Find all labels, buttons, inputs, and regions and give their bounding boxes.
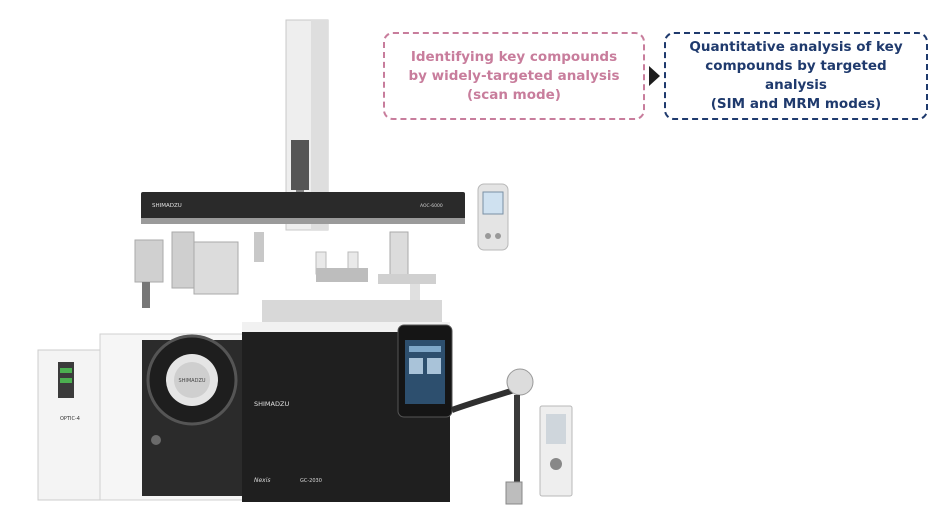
targeted-analysis-callout: Quantitative analysis of key compounds b…: [664, 32, 928, 120]
rail-brand-label: SHIMADZU: [152, 203, 182, 209]
flow-controller: [539, 405, 573, 497]
product-line-label: Nexis: [254, 477, 271, 484]
mass-spectrometer-unit: OPTIC-4 SHIMADZU: [37, 333, 245, 501]
handheld-controller: [477, 183, 509, 251]
rail-model-label: AOC-6000: [420, 203, 443, 209]
gc-model-label: GC-2030: [300, 478, 322, 484]
arrow-right-icon: [649, 66, 660, 86]
autosampler-rail: SHIMADZU AOC-6000: [141, 192, 465, 224]
scan-mode-text: Identifying key compounds by widely-targ…: [408, 48, 620, 103]
ms-brand-label: SHIMADZU: [178, 378, 205, 384]
gc-brand-label: SHIMADZU: [254, 400, 289, 408]
detector-probe: [450, 368, 534, 505]
scan-mode-callout: Identifying key compounds by widely-targ…: [383, 32, 645, 120]
ion-source-label: OPTIC-4: [60, 416, 80, 422]
sampler-modules: [134, 231, 442, 322]
gas-chromatograph-unit: SHIMADZU Nexis GC-2030: [242, 322, 453, 502]
targeted-analysis-text: Quantitative analysis of key compounds b…: [689, 39, 903, 112]
